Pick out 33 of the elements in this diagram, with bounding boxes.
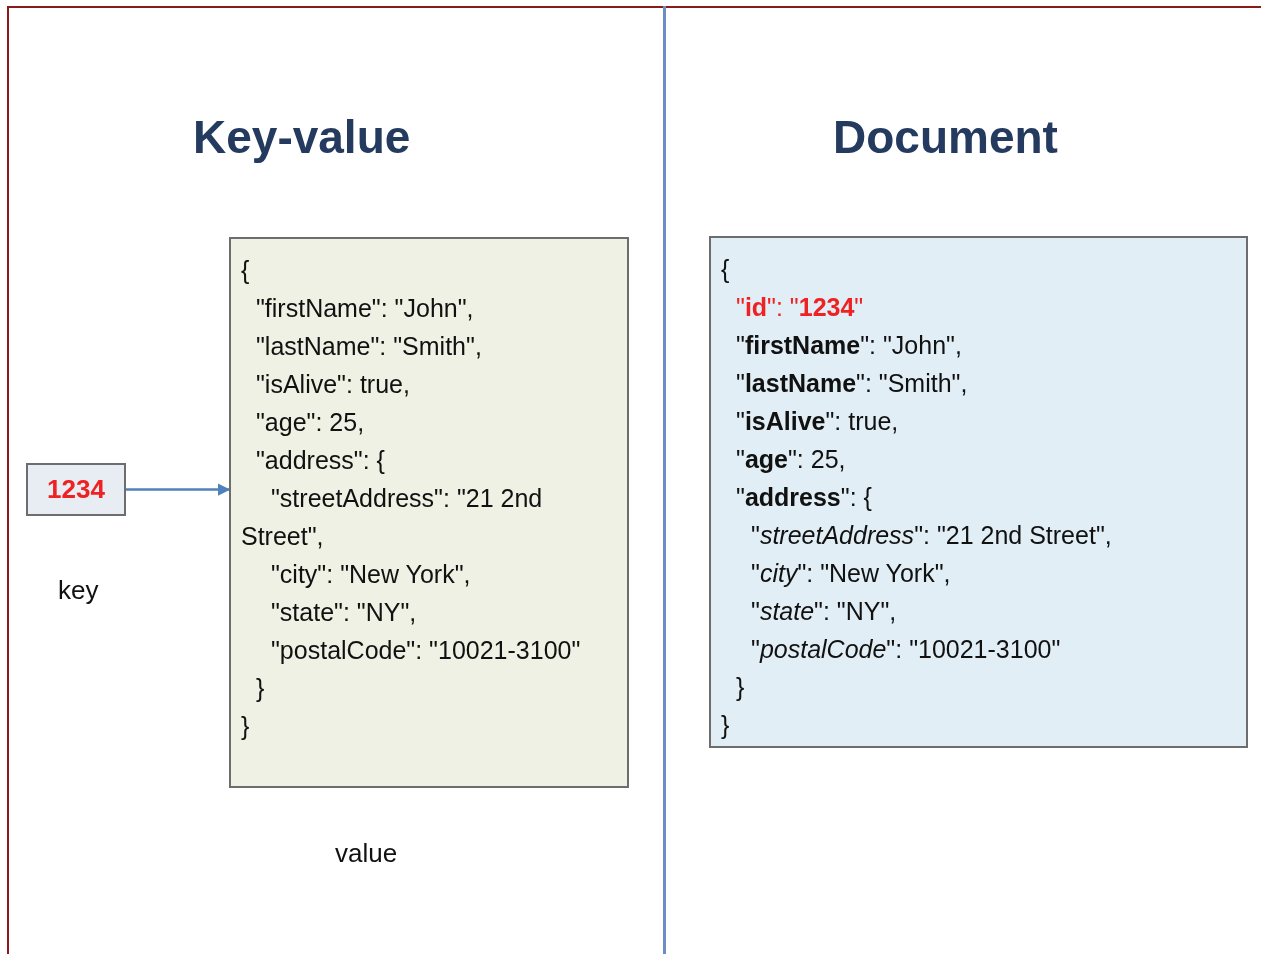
code-line: "firstName": "John",: [735, 330, 963, 361]
json-document-box: [709, 236, 1248, 748]
code-line: {: [721, 254, 731, 285]
code-line: "state": "NY",: [750, 596, 898, 627]
key-box: 1234: [26, 463, 126, 516]
code-line: "id": "1234": [735, 292, 865, 323]
code-line: "isAlive": true,: [735, 406, 900, 437]
code-line: }: [255, 673, 266, 704]
caption-text: key: [58, 575, 99, 606]
code-line: }: [735, 672, 746, 703]
panel-heading: Document: [833, 110, 1058, 164]
code-line: "state": "NY",: [270, 597, 418, 628]
code-line: "city": "New York",: [270, 559, 472, 590]
panel-heading: Key-value: [193, 110, 411, 164]
code-line: "postalCode": "10021-3100": [750, 634, 1062, 665]
code-line: "address": {: [255, 445, 386, 476]
json-document-box: [229, 237, 629, 788]
arrow: [126, 483, 231, 496]
code-line: "firstName": "John",: [255, 293, 475, 324]
code-line: "city": "New York",: [750, 558, 952, 589]
code-line: "postalCode": "10021-3100": [270, 635, 582, 666]
code-line: {: [241, 255, 251, 286]
code-line: }: [241, 711, 251, 742]
code-line: "streetAddress": "21 2nd Street",: [750, 520, 1113, 551]
code-line: }: [721, 710, 731, 741]
code-line: "address": {: [735, 482, 873, 513]
code-line: "age": 25,: [735, 444, 847, 475]
code-line: "age": 25,: [255, 407, 366, 438]
code-line: "isAlive": true,: [255, 369, 411, 400]
code-line: "streetAddress": "21 2nd Street",: [241, 483, 544, 552]
caption-text: value: [335, 838, 398, 869]
code-line: "lastName": "Smith",: [255, 331, 483, 362]
code-line: "lastName": "Smith",: [735, 368, 969, 399]
